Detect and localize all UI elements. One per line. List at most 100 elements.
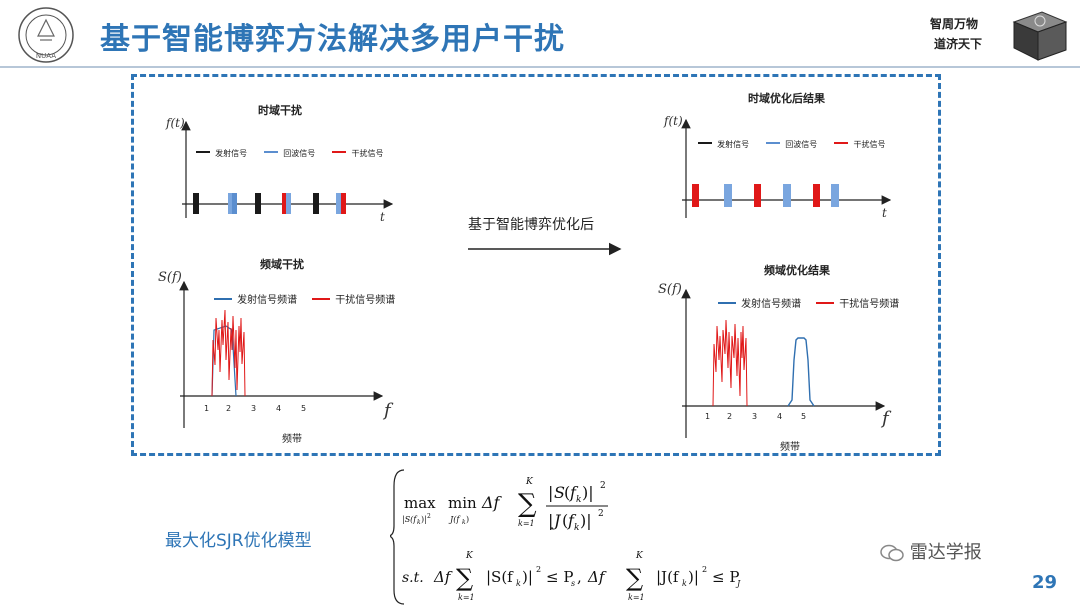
svg-text:k: k <box>417 519 421 526</box>
legend-swatch-jam-spectrum <box>312 297 331 300</box>
echo-pulse <box>232 193 237 214</box>
t-axis-left-label: t <box>380 210 385 224</box>
legend-swatch-jam-spectrum <box>816 301 835 304</box>
svg-text:,: , <box>577 568 582 586</box>
freq-axis-left-label: 频带 <box>282 434 302 445</box>
legend-swatch-transmit <box>196 150 210 153</box>
jam-spectrum-right <box>712 319 748 407</box>
svg-text:Δf: Δf <box>433 568 453 586</box>
freq-tick-right: 4 <box>777 412 783 421</box>
t-axis-right-label: t <box>882 206 887 220</box>
svg-text:k: k <box>574 523 579 533</box>
legend-time-right: 发射信号 回波信号 干扰信号 <box>698 132 885 151</box>
legend-echo: 回波信号 <box>283 149 316 158</box>
svg-text:J: J <box>551 511 562 530</box>
echo-pulse <box>336 193 343 214</box>
legend-transmit: 发射信号 <box>717 140 750 149</box>
freq-tick-right: 1 <box>705 412 711 421</box>
svg-text:k: k <box>682 579 687 588</box>
freq-tick-left: 2 <box>226 404 232 413</box>
echo-pulse <box>831 184 839 207</box>
transmit-spectrum-right <box>787 337 815 407</box>
header-divider <box>0 66 1080 68</box>
arrow-label: 基于智能博弈优化后 <box>468 217 594 233</box>
jam-pulse <box>813 184 820 207</box>
motto-line-1: 智周万物 <box>930 17 979 31</box>
jam-pulse <box>341 193 346 214</box>
jam-pulse <box>282 193 289 214</box>
svg-text:∑: ∑ <box>456 564 473 592</box>
svg-text:K: K <box>465 551 474 561</box>
svg-text:J(f: J(f <box>448 515 461 524</box>
transmit-pulse <box>193 193 199 214</box>
echo-pulse <box>783 184 791 207</box>
legend-transmit-spectrum: 发射信号频谱 <box>741 299 802 310</box>
model-label: 最大化SJR优化模型 <box>165 531 312 551</box>
legend-freq-left: 发射信号频谱 干扰信号频谱 <box>214 288 395 307</box>
legend-transmit: 发射信号 <box>215 149 248 158</box>
f-t-left-label: f(t) <box>166 116 185 130</box>
freq-tick-left: 4 <box>276 404 282 413</box>
motto: 智周万物 道济天下 <box>930 14 1010 54</box>
svg-text:|S(f: |S(f <box>486 568 514 586</box>
svg-text:k=1: k=1 <box>458 593 475 602</box>
svg-text:≤ P: ≤ P <box>712 568 739 586</box>
svg-text:Δf: Δf <box>587 568 607 586</box>
time-left-title: 时域干扰 <box>258 104 302 117</box>
svg-text:|J(f: |J(f <box>656 568 680 586</box>
echo-pulse <box>286 193 291 214</box>
legend-transmit-spectrum: 发射信号频谱 <box>237 295 298 306</box>
svg-text:min: min <box>448 494 477 512</box>
freq-tick-right: 2 <box>727 412 733 421</box>
logo-text: NUAA <box>36 52 56 60</box>
legend-swatch-transmit-spectrum <box>718 301 736 304</box>
svg-text:s: s <box>571 579 575 588</box>
legend-jam-spectrum: 干扰信号频谱 <box>335 295 396 306</box>
svg-text:S: S <box>554 483 565 502</box>
legend-echo: 回波信号 <box>785 140 818 149</box>
svg-text:(: ( <box>564 483 570 502</box>
legend-jam: 干扰信号 <box>351 149 384 158</box>
svg-text:∑: ∑ <box>626 564 643 592</box>
svg-text:k: k <box>576 495 581 505</box>
svg-text:|S(f: |S(f <box>402 515 418 524</box>
svg-text:)|: )| <box>522 568 533 586</box>
freq-right-title: 频域优化结果 <box>764 264 830 277</box>
legend-swatch-jam <box>834 141 849 144</box>
transmit-spectrum-left <box>211 325 237 397</box>
decorative-cube-icon <box>1008 8 1070 62</box>
legend-swatch-transmit <box>698 141 712 144</box>
svg-text:|: | <box>548 511 553 530</box>
svg-text:k: k <box>516 579 521 588</box>
svg-text:2: 2 <box>600 481 606 491</box>
svg-text:)|: )| <box>421 515 427 524</box>
s-f-right-label: S(f) <box>658 282 682 297</box>
svg-text:K: K <box>525 477 534 487</box>
diagram-frame <box>131 74 941 456</box>
svg-text:K: K <box>635 551 644 561</box>
page-number: 29 <box>1032 572 1058 593</box>
svg-text:≤ P: ≤ P <box>546 568 573 586</box>
transmit-pulse <box>255 193 261 214</box>
legend-swatch-jam <box>332 150 347 153</box>
svg-text:2: 2 <box>536 565 541 574</box>
svg-text:J: J <box>735 579 741 588</box>
s-f-left-label: S(f) <box>158 270 182 285</box>
legend-swatch-echo <box>766 141 781 144</box>
freq-tick-right: 5 <box>801 412 807 421</box>
legend-swatch-echo <box>264 150 279 153</box>
echo-pulse <box>724 184 732 207</box>
freq-tick-right: 3 <box>752 412 758 421</box>
svg-text:2: 2 <box>702 565 707 574</box>
freq-tick-left: 1 <box>204 404 210 413</box>
jam-spectrum-left <box>211 309 246 397</box>
f-axis-right-label: f <box>882 408 889 429</box>
wechat-icon <box>880 544 904 562</box>
jam-pulse <box>754 184 761 207</box>
svg-text:f: f <box>567 511 577 530</box>
legend-time-left: 发射信号 回波信号 干扰信号 <box>196 141 383 160</box>
transmit-pulse <box>313 193 319 214</box>
svg-text:2: 2 <box>598 509 604 519</box>
